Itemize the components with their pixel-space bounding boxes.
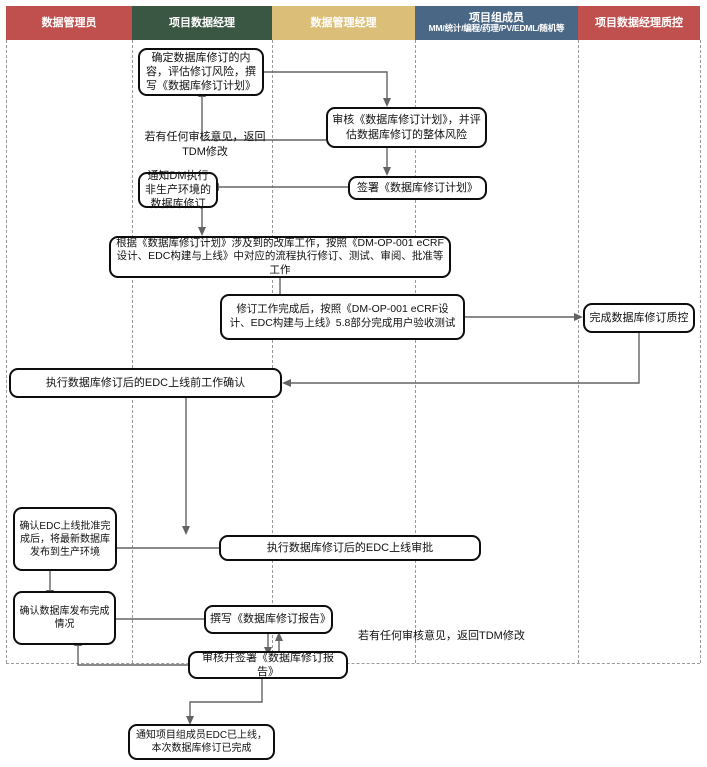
annotation-review-loop-bottom-label: 若有任何审核意见，返回TDM修改 xyxy=(358,630,525,642)
lane-header-pdm-label: 项目数据经理 xyxy=(169,16,235,29)
edge-n7-to-n8-arrow xyxy=(282,379,291,387)
pool-bottom-edge xyxy=(6,663,700,664)
lane-header-team-label: 项目组成员 xyxy=(469,12,524,25)
lane-header-team: 项目组成员 MM/统计/编程/药理/PV/EDML/随机等 xyxy=(415,6,578,40)
node-n6-label: 修订工作完成后，按照《DM-OP-001 eCRF设计、EDC构建与上线》5.8… xyxy=(229,303,456,329)
edge-n1-to-n2-arrow xyxy=(383,98,391,107)
node-n4-label: 通知DM执行非生产环境的数据库修订 xyxy=(145,169,211,211)
node-n13-label: 审核并签署《数据库修订报告》 xyxy=(202,651,334,678)
lane-divider-1 xyxy=(132,40,133,663)
node-n10-label: 执行数据库修订后的EDC上线审批 xyxy=(266,541,434,554)
lane-header-qc: 项目数据经理质控 xyxy=(578,6,700,40)
node-n8-label: 执行数据库修订后的EDC上线前工作确认 xyxy=(45,376,246,389)
node-n12[interactable]: 撰写《数据库修订报告》 xyxy=(204,605,333,634)
lane-header-dmm: 数据管理经理 xyxy=(272,6,415,40)
node-n1-label: 确定数据库修订的内容，评估修订风险，撰写《数据库修订计划》 xyxy=(146,51,256,93)
node-n14-label: 通知项目组成员EDC已上线，本次数据库修订已完成 xyxy=(135,730,268,754)
node-n9[interactable]: 确认EDC上线批准完成后，将最新数据库发布到生产环境 xyxy=(13,507,117,571)
lane-header-team-sublabel: MM/统计/编程/药理/PV/EDML/随机等 xyxy=(428,23,565,34)
node-n8[interactable]: 执行数据库修订后的EDC上线前工作确认 xyxy=(9,368,282,398)
node-n9-label: 确认EDC上线批准完成后，将最新数据库发布到生产环境 xyxy=(19,520,111,558)
node-n14[interactable]: 通知项目组成员EDC已上线，本次数据库修订已完成 xyxy=(128,724,275,760)
edge-n6-to-n7-arrow xyxy=(574,313,583,321)
lane-header-pdm: 项目数据经理 xyxy=(132,6,272,40)
edge-n13-to-n14-arrow xyxy=(186,716,194,725)
node-n4[interactable]: 通知DM执行非生产环境的数据库修订 xyxy=(138,170,218,210)
pool-right-edge xyxy=(700,40,701,663)
node-n12-label: 撰写《数据库修订报告》 xyxy=(210,613,331,626)
node-n3-label: 签署《数据库修订计划》 xyxy=(357,181,478,194)
lane-header-dmm-label: 数据管理经理 xyxy=(310,16,377,29)
node-n5-label: 根据《数据库修订计划》涉及到的改库工作，按照《DM-OP-001 eCRF设计、… xyxy=(116,236,444,276)
edge-n7-to-n8 xyxy=(290,333,640,384)
edge-review-loop-n2-to-n1 xyxy=(201,96,326,141)
node-n6[interactable]: 修订工作完成后，按照《DM-OP-001 eCRF设计、EDC构建与上线》5.8… xyxy=(220,294,465,340)
pool-left-edge xyxy=(6,40,7,663)
edge-n13-to-n11 xyxy=(77,645,188,666)
node-n7-label: 完成数据库修订质控 xyxy=(589,311,689,324)
edge-n2-to-n3-arrow xyxy=(383,167,391,176)
node-n11[interactable]: 确认数据库发布完成情况 xyxy=(13,591,116,645)
annotation-review-loop-top: 若有任何审核意见，返回TDM修改 xyxy=(142,130,268,159)
lane-divider-4 xyxy=(578,40,579,663)
edge-n4-to-n5-arrow xyxy=(198,227,206,236)
node-n11-label: 确认数据库发布完成情况 xyxy=(19,606,110,630)
annotation-review-loop-bottom: 若有任何审核意见，返回TDM修改 xyxy=(358,629,574,644)
node-n5[interactable]: 根据《数据库修订计划》涉及到的改库工作，按照《DM-OP-001 eCRF设计、… xyxy=(109,236,451,278)
lane-header-qc-label: 项目数据经理质控 xyxy=(595,16,683,29)
lane-header-dm: 数据管理员 xyxy=(6,6,132,40)
lane-divider-2 xyxy=(272,40,273,663)
edge-n8-to-n10-arrow xyxy=(182,526,190,535)
node-n13[interactable]: 审核并签署《数据库修订报告》 xyxy=(188,651,348,679)
annotation-review-loop-top-label: 若有任何审核意见，返回TDM修改 xyxy=(144,131,266,158)
node-n1[interactable]: 确定数据库修订的内容，评估修订风险，撰写《数据库修订计划》 xyxy=(138,48,264,96)
lane-header-dm-label: 数据管理员 xyxy=(41,16,97,29)
edge-n13-to-n14 xyxy=(189,679,263,717)
node-n10[interactable]: 执行数据库修订后的EDC上线审批 xyxy=(219,535,481,561)
node-n3[interactable]: 签署《数据库修订计划》 xyxy=(348,176,487,200)
node-n7[interactable]: 完成数据库修订质控 xyxy=(583,303,695,333)
node-n2-label: 审核《数据库修订计划》，并评估数据库修订的整体风险 xyxy=(332,114,481,141)
node-n2[interactable]: 审核《数据库修订计划》，并评估数据库修订的整体风险 xyxy=(326,107,487,148)
edge-n13-to-n12-arrow xyxy=(275,632,283,641)
lane-divider-3 xyxy=(415,40,416,663)
edge-n1-to-n2 xyxy=(264,71,388,99)
